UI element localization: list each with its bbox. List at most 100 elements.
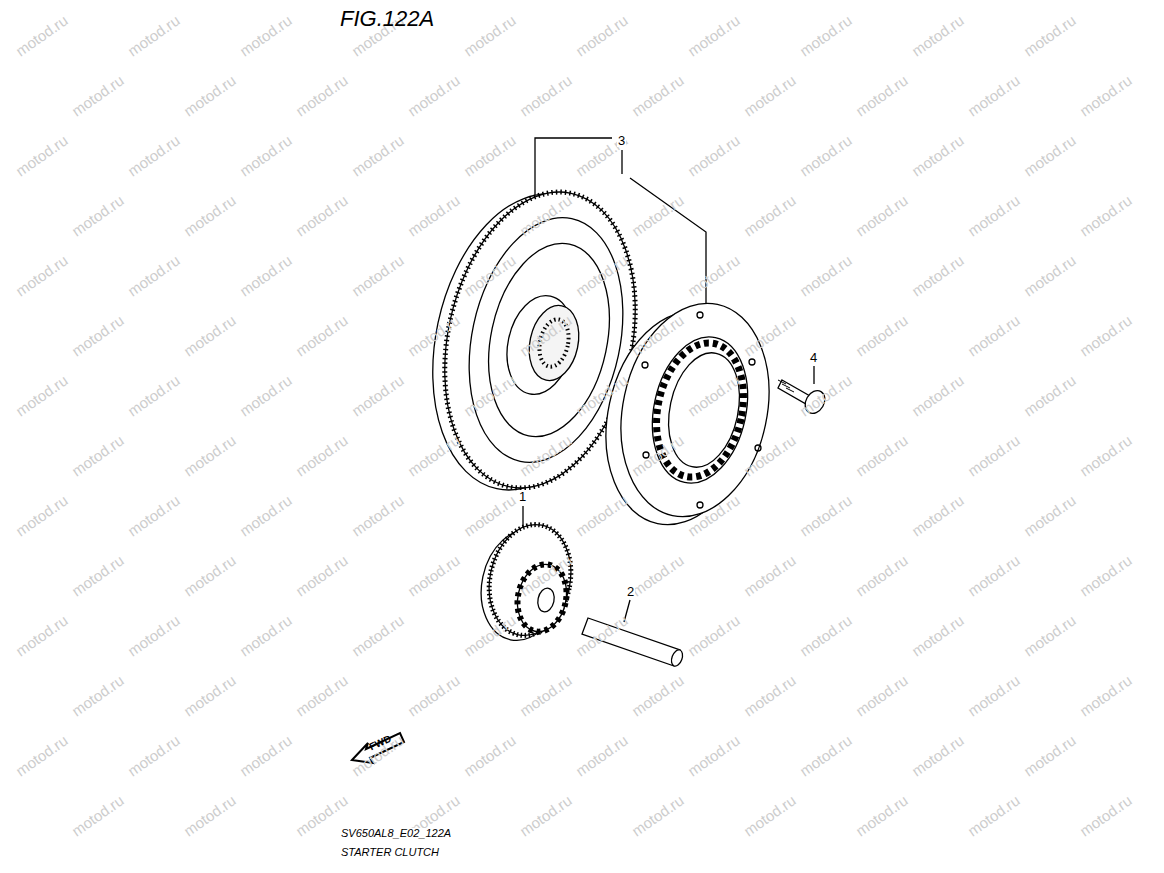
watermark: motod.ru bbox=[909, 612, 966, 658]
watermark: motod.ru bbox=[909, 732, 966, 778]
watermark: motod.ru bbox=[909, 132, 966, 178]
watermark: motod.ru bbox=[741, 552, 798, 598]
watermark: motod.ru bbox=[125, 252, 182, 298]
watermark: motod.ru bbox=[965, 432, 1022, 478]
watermark: motod.ru bbox=[853, 672, 910, 718]
watermark: motod.ru bbox=[1077, 672, 1134, 718]
watermark: motod.ru bbox=[573, 492, 630, 538]
leader-line bbox=[630, 178, 706, 322]
watermark: motod.ru bbox=[1077, 552, 1134, 598]
watermark: motod.ru bbox=[741, 72, 798, 118]
watermark: motod.ru bbox=[69, 552, 126, 598]
watermark: motod.ru bbox=[685, 612, 742, 658]
watermark: motod.ru bbox=[181, 192, 238, 238]
watermark: motod.ru bbox=[629, 672, 686, 718]
watermark: motod.ru bbox=[1021, 12, 1078, 58]
watermark: motod.ru bbox=[69, 312, 126, 358]
watermark: motod.ru bbox=[237, 612, 294, 658]
watermark: motod.ru bbox=[69, 192, 126, 238]
watermark: motod.ru bbox=[853, 72, 910, 118]
watermark: motod.ru bbox=[349, 132, 406, 178]
watermark: motod.ru bbox=[125, 732, 182, 778]
watermark: motod.ru bbox=[685, 12, 742, 58]
watermark: motod.ru bbox=[1021, 612, 1078, 658]
watermark: motod.ru bbox=[629, 792, 686, 838]
watermark: motod.ru bbox=[125, 372, 182, 418]
watermark: motod.ru bbox=[797, 492, 854, 538]
watermark: motod.ru bbox=[1077, 72, 1134, 118]
watermark: motod.ru bbox=[405, 192, 462, 238]
watermark: motod.ru bbox=[517, 672, 574, 718]
watermark: motod.ru bbox=[573, 732, 630, 778]
watermark: motod.ru bbox=[965, 552, 1022, 598]
watermark: motod.ru bbox=[853, 552, 910, 598]
watermark: motod.ru bbox=[69, 672, 126, 718]
watermark: motod.ru bbox=[909, 12, 966, 58]
watermark: motod.ru bbox=[349, 612, 406, 658]
leader-line bbox=[813, 366, 814, 384]
watermark: motod.ru bbox=[517, 792, 574, 838]
watermark: motod.ru bbox=[965, 792, 1022, 838]
watermark: motod.ru bbox=[125, 132, 182, 178]
watermark: motod.ru bbox=[629, 72, 686, 118]
watermark: motod.ru bbox=[181, 672, 238, 718]
watermark: motod.ru bbox=[13, 132, 70, 178]
watermark: motod.ru bbox=[181, 432, 238, 478]
watermark: motod.ru bbox=[237, 492, 294, 538]
watermark: motod.ru bbox=[293, 72, 350, 118]
watermark: motod.ru bbox=[741, 192, 798, 238]
watermark: motod.ru bbox=[181, 552, 238, 598]
watermark: motod.ru bbox=[909, 492, 966, 538]
watermark: motod.ru bbox=[1021, 372, 1078, 418]
watermark: motod.ru bbox=[69, 72, 126, 118]
watermark: motod.ru bbox=[237, 12, 294, 58]
watermark: motod.ru bbox=[685, 732, 742, 778]
watermark: motod.ru bbox=[1021, 252, 1078, 298]
watermark: motod.ru bbox=[349, 372, 406, 418]
watermark: motod.ru bbox=[405, 672, 462, 718]
watermark: motod.ru bbox=[965, 72, 1022, 118]
watermark: motod.ru bbox=[13, 492, 70, 538]
watermark: motod.ru bbox=[741, 792, 798, 838]
watermark: motod.ru bbox=[293, 552, 350, 598]
watermark: motod.ru bbox=[685, 252, 742, 298]
watermark: motod.ru bbox=[1077, 792, 1134, 838]
watermark: motod.ru bbox=[1021, 732, 1078, 778]
watermark: motod.ru bbox=[1077, 192, 1134, 238]
watermark: motod.ru bbox=[573, 12, 630, 58]
watermark: motod.ru bbox=[461, 732, 518, 778]
watermark: motod.ru bbox=[349, 492, 406, 538]
watermark: motod.ru bbox=[13, 252, 70, 298]
watermark: motod.ru bbox=[69, 792, 126, 838]
watermark: motod.ru bbox=[853, 192, 910, 238]
watermark: motod.ru bbox=[909, 252, 966, 298]
watermark: motod.ru bbox=[965, 672, 1022, 718]
watermark: motod.ru bbox=[461, 492, 518, 538]
watermark: motod.ru bbox=[1077, 432, 1134, 478]
watermark: motod.ru bbox=[293, 192, 350, 238]
watermark: motod.ru bbox=[853, 312, 910, 358]
watermark: motod.ru bbox=[797, 252, 854, 298]
watermark: motod.ru bbox=[237, 252, 294, 298]
watermark: motod.ru bbox=[909, 372, 966, 418]
watermark: motod.ru bbox=[13, 12, 70, 58]
watermark: motod.ru bbox=[125, 612, 182, 658]
watermark: motod.ru bbox=[13, 732, 70, 778]
watermark: motod.ru bbox=[181, 792, 238, 838]
watermark: motod.ru bbox=[629, 192, 686, 238]
watermark: motod.ru bbox=[125, 12, 182, 58]
callout-number: 4 bbox=[809, 351, 818, 364]
leader-line bbox=[621, 150, 622, 174]
watermark: motod.ru bbox=[853, 432, 910, 478]
watermark: motod.ru bbox=[965, 312, 1022, 358]
watermark: motod.ru bbox=[13, 372, 70, 418]
watermark: motod.ru bbox=[629, 552, 686, 598]
leader-line bbox=[522, 506, 523, 528]
watermark: motod.ru bbox=[293, 432, 350, 478]
watermark: motod.ru bbox=[13, 612, 70, 658]
watermark: motod.ru bbox=[237, 732, 294, 778]
watermark: motod.ru bbox=[237, 372, 294, 418]
watermark: motod.ru bbox=[461, 12, 518, 58]
watermark: motod.ru bbox=[405, 72, 462, 118]
watermark: motod.ru bbox=[797, 732, 854, 778]
